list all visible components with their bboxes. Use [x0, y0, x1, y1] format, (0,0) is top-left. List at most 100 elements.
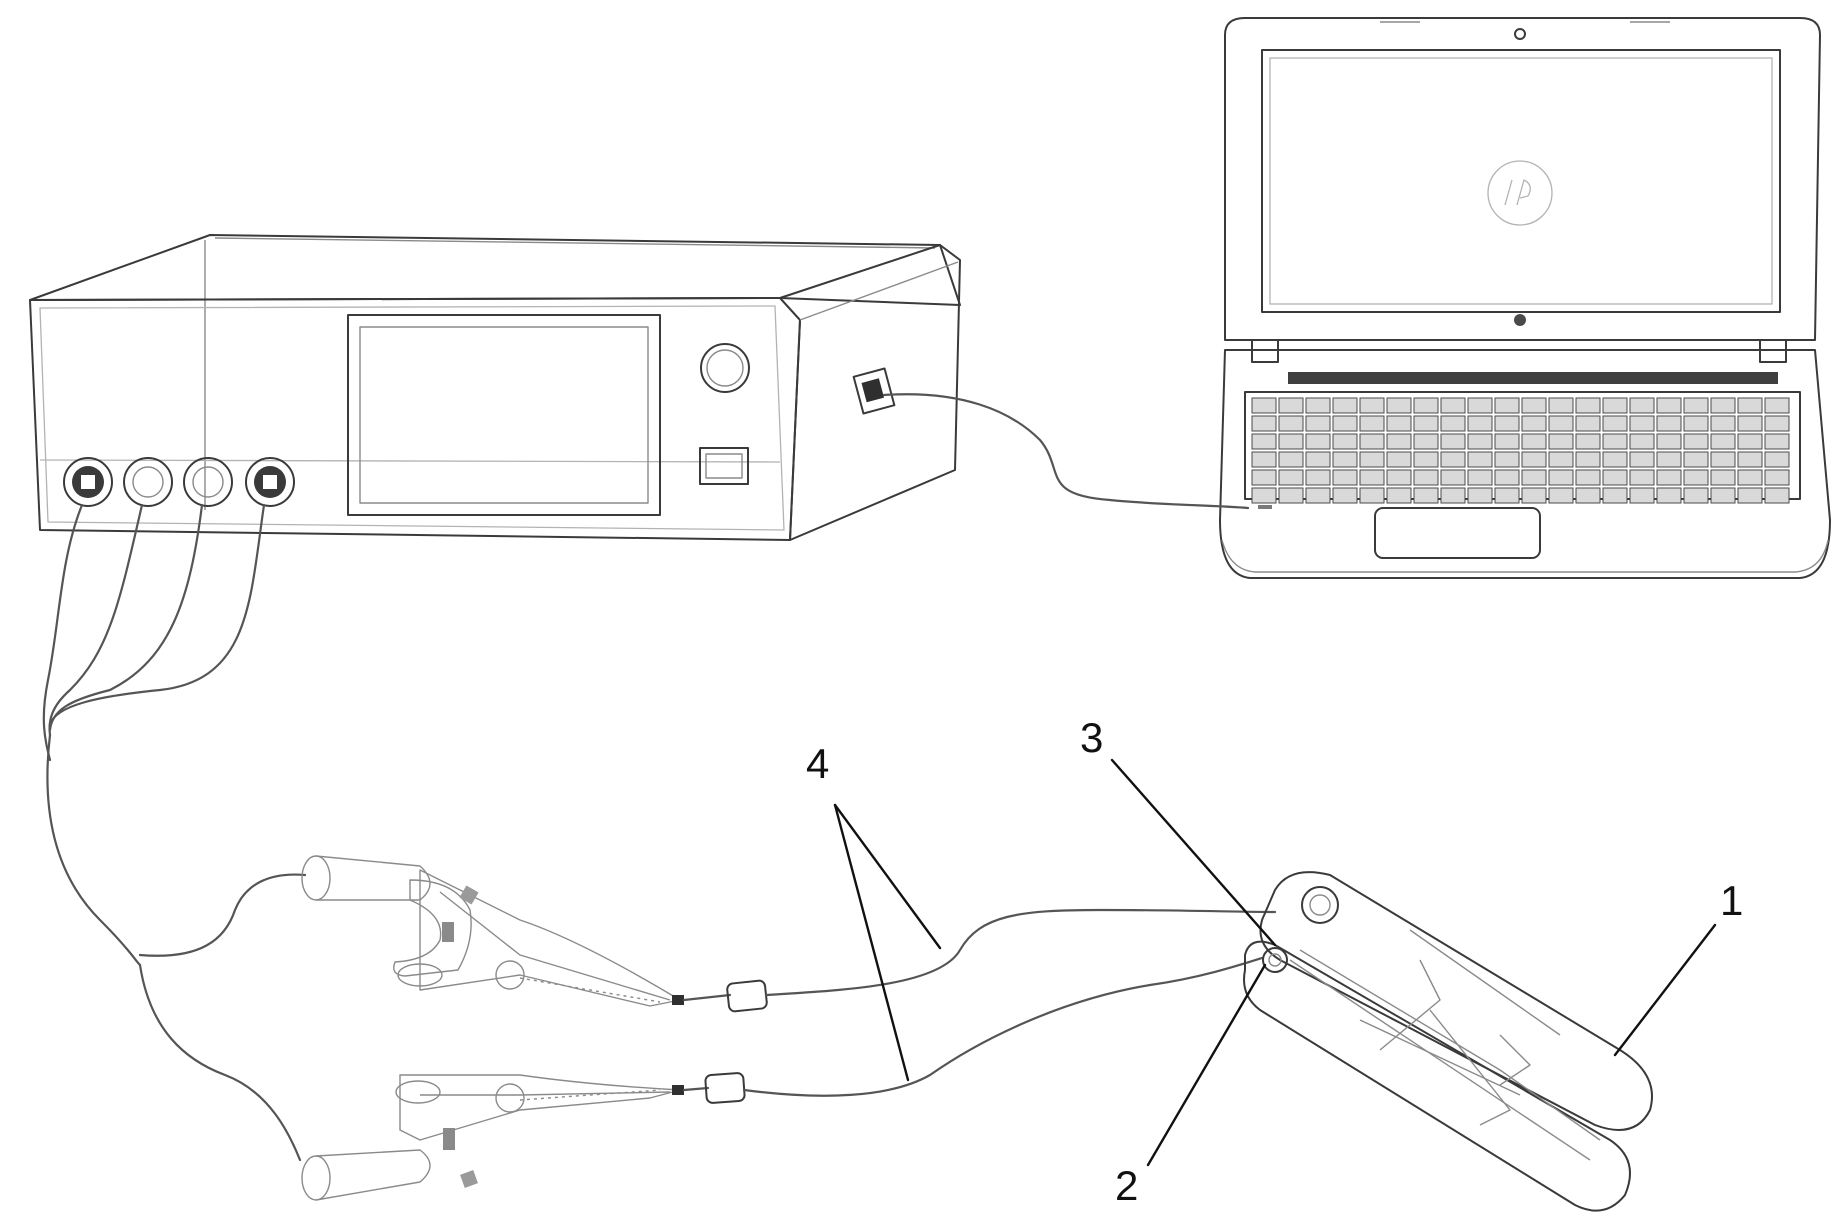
keyboard-key — [1548, 487, 1574, 504]
keyboard-key — [1602, 451, 1628, 468]
callout-1: 1 — [1720, 877, 1743, 924]
callouts: 1 2 3 4 — [806, 714, 1743, 1209]
keyboard-key — [1737, 433, 1763, 450]
keyboard-key — [1278, 397, 1304, 414]
callout-3: 3 — [1080, 714, 1103, 761]
keyboard-key — [1278, 469, 1304, 486]
keyboard-key — [1467, 451, 1493, 468]
keyboard-key — [1764, 415, 1790, 432]
laptop — [1219, 17, 1831, 579]
keyboard-key — [1251, 397, 1277, 414]
keyboard-key — [1575, 397, 1601, 414]
keyboard-key — [1386, 415, 1412, 432]
keyboard-key — [1440, 451, 1466, 468]
keyboard-key — [1413, 469, 1439, 486]
keyboard-key — [1629, 469, 1655, 486]
keyboard-key — [1656, 451, 1682, 468]
keyboard-key — [1278, 433, 1304, 450]
alligator-clip-lower — [301, 1074, 684, 1201]
keyboard-key — [1710, 415, 1736, 432]
keyboard-key — [1548, 397, 1574, 414]
keyboard-key — [1737, 487, 1763, 504]
keyboard-key — [1548, 433, 1574, 450]
keyboard-key — [1305, 415, 1331, 432]
keyboard-key — [1548, 469, 1574, 486]
keyboard-key — [1386, 487, 1412, 504]
keyboard-key — [1683, 451, 1709, 468]
instrument-screen — [347, 314, 661, 516]
keyboard-key — [1737, 415, 1763, 432]
power-button — [699, 447, 749, 485]
keyboard-key — [1440, 397, 1466, 414]
keyboard-key — [1332, 433, 1358, 450]
keyboard-key — [1629, 397, 1655, 414]
keyboard-key — [1656, 415, 1682, 432]
keyboard-key — [1251, 469, 1277, 486]
keyboard-key — [1575, 415, 1601, 432]
keyboard-key — [1683, 433, 1709, 450]
sensor-clamp — [1243, 871, 1653, 1212]
keyboard-key — [1683, 487, 1709, 504]
keyboard-key — [1386, 397, 1412, 414]
keyboard-key — [1494, 415, 1520, 432]
keyboard-key — [1494, 451, 1520, 468]
keyboard-key — [1764, 451, 1790, 468]
logo-icon — [1487, 160, 1553, 226]
front-connectors — [63, 457, 295, 507]
keyboard-key — [1467, 487, 1493, 504]
usb-cable — [882, 393, 1250, 510]
keyboard-key — [1575, 469, 1601, 486]
callout-2: 2 — [1115, 1162, 1138, 1209]
alligator-clip-upper — [301, 855, 684, 1007]
keyboard-key — [1764, 469, 1790, 486]
keyboard-key — [1305, 469, 1331, 486]
keyboard-key — [1521, 433, 1547, 450]
keyboard-key — [1494, 469, 1520, 486]
keyboard-key — [1629, 415, 1655, 432]
keyboard-key — [1251, 487, 1277, 504]
keyboard-key — [1575, 433, 1601, 450]
keyboard-key — [1683, 415, 1709, 432]
keyboard-key — [1629, 487, 1655, 504]
keyboard-key — [1521, 451, 1547, 468]
keyboard-key — [1710, 397, 1736, 414]
keyboard-key — [1602, 397, 1628, 414]
keyboard-key — [1413, 433, 1439, 450]
keyboard-key — [1764, 433, 1790, 450]
keyboard-key — [1332, 487, 1358, 504]
keyboard-key — [1494, 433, 1520, 450]
keyboard-key — [1278, 487, 1304, 504]
keyboard-key — [1467, 469, 1493, 486]
keyboard-key — [1683, 469, 1709, 486]
keyboard-key — [1602, 415, 1628, 432]
keyboard-key — [1602, 433, 1628, 450]
keyboard-key — [1440, 469, 1466, 486]
keyboard-key — [1467, 433, 1493, 450]
keyboard-key — [1602, 469, 1628, 486]
keyboard-key — [1737, 451, 1763, 468]
keyboard-key — [1602, 487, 1628, 504]
keyboard-key — [1413, 397, 1439, 414]
keyboard-key — [1710, 451, 1736, 468]
keyboard-key — [1332, 469, 1358, 486]
keyboard-key — [1359, 451, 1385, 468]
keyboard-key — [1332, 415, 1358, 432]
instrument-leads — [42, 503, 307, 1162]
keyboard-key — [1629, 451, 1655, 468]
keyboard-key — [1548, 451, 1574, 468]
keyboard-key — [1251, 451, 1277, 468]
callout-4: 4 — [806, 740, 829, 787]
keyboard-key — [1359, 433, 1385, 450]
keyboard-key — [1332, 397, 1358, 414]
control-knob — [700, 343, 750, 393]
usb-port — [852, 367, 896, 415]
keyboard-key — [1305, 397, 1331, 414]
keyboard-key — [1710, 433, 1736, 450]
keyboard-key — [1386, 451, 1412, 468]
keyboard-key — [1251, 415, 1277, 432]
keyboard-key — [1251, 433, 1277, 450]
keyboard-key — [1521, 487, 1547, 504]
keyboard-key — [1494, 487, 1520, 504]
keyboard-key — [1305, 487, 1331, 504]
